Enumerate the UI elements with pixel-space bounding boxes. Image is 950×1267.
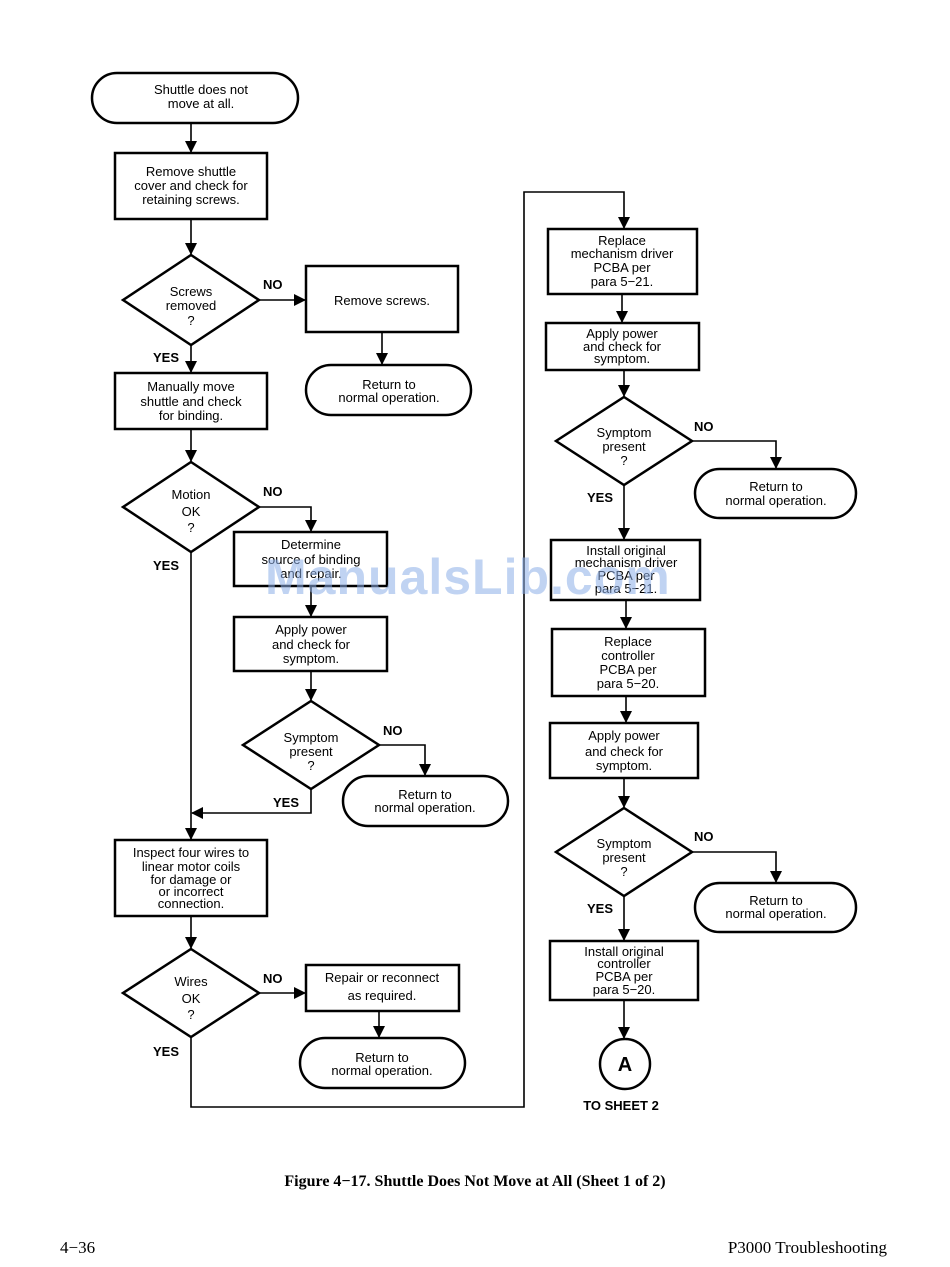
no-label-symptom-3: NO — [694, 829, 714, 844]
no-label-symptom-1: NO — [383, 723, 403, 738]
no-label-motion: NO — [263, 484, 283, 499]
figure-caption: Figure 4−17. Shuttle Does Not Move at Al… — [284, 1173, 666, 1190]
yes-label-motion: YES — [153, 558, 179, 573]
apply-power-box-1 — [232, 615, 389, 673]
no-label-screws: NO — [263, 277, 283, 292]
replace-controller-box — [550, 627, 707, 698]
apply-power-box-3 — [548, 721, 700, 780]
remove-screws-text: Remove screws. — [334, 293, 430, 308]
apply-power-box-2 — [544, 321, 701, 372]
return-terminal-3 — [298, 1036, 467, 1090]
yes-label-symptom-3: YES — [587, 901, 613, 916]
install-orig-mech-box — [549, 538, 702, 602]
yes-label-screws: YES — [153, 350, 179, 365]
no-label-symptom-2: NO — [694, 419, 714, 434]
return-terminal-4 — [693, 467, 858, 520]
document-title: P3000 Troubleshooting — [727, 1238, 887, 1257]
return-terminal-1 — [304, 363, 473, 417]
to-sheet-label: TO SHEET 2 — [583, 1098, 659, 1113]
watermark: ManualsLib.com — [265, 549, 671, 605]
replace-mech-driver-box — [546, 227, 699, 296]
yes-label-wires: YES — [153, 1044, 179, 1059]
remove-screws-box — [304, 264, 460, 334]
no-label-wires: NO — [263, 971, 283, 986]
yes-label-symptom-2: YES — [587, 490, 613, 505]
connector-a — [598, 1037, 652, 1091]
return-terminal-2 — [341, 774, 510, 828]
repair-reconnect-box — [304, 963, 461, 1013]
yes-label-symptom-1: YES — [273, 795, 299, 810]
inspect-wires-box — [113, 838, 269, 918]
start-terminal — [90, 71, 300, 125]
page-number: 4−36 — [60, 1238, 96, 1257]
connector-a-label: A — [618, 1054, 632, 1076]
install-orig-controller-box — [548, 939, 700, 1002]
return-terminal-5 — [693, 881, 858, 934]
determine-binding-box — [232, 530, 389, 588]
remove-cover-box — [113, 151, 269, 221]
